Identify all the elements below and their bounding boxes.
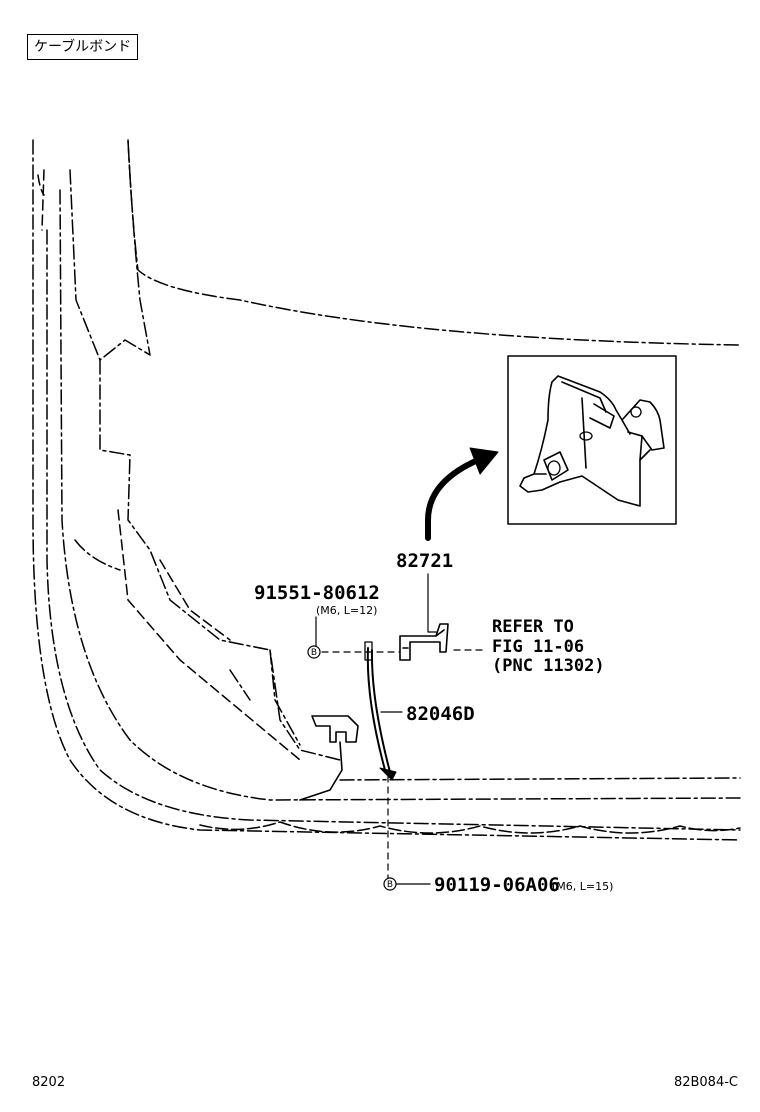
bolt-lower-symbol [383, 877, 397, 891]
inner-panel-lines [37, 169, 301, 761]
cable-bond [366, 647, 391, 773]
bolt-upper-letter: B [311, 648, 317, 658]
wavy-lip [199, 821, 741, 834]
body-outline [32, 139, 741, 841]
page-code: 8202 [32, 1075, 66, 1090]
detail-arrow [425, 457, 481, 541]
bracket-detail-drawing [519, 375, 665, 507]
figure-code: 82B084-C [673, 1075, 738, 1090]
detail-arrow-head [469, 447, 499, 475]
fastening-lines [321, 649, 487, 879]
leader-lines [315, 573, 437, 885]
refer-line-1: REFER TO [492, 617, 574, 637]
refer-line-2: FIG 11-06 [492, 637, 584, 657]
bolt-lower-letter: B [387, 880, 393, 890]
bolt-lower-spec: (M6, L=15) [552, 880, 613, 893]
bracket-82721 [399, 623, 449, 661]
part-number-90119-06A06: 90119-06A06 [434, 874, 560, 896]
detail-box [507, 355, 677, 525]
cable-lower-terminal [379, 767, 397, 781]
part-number-82046D: 82046D [406, 703, 475, 725]
lower-bracket [299, 715, 359, 801]
part-number-82721: 82721 [396, 550, 453, 572]
refer-line-3: (PNC 11302) [492, 656, 605, 676]
cable-upper-terminal [364, 641, 373, 661]
bolt-upper-spec: (M6, L=12) [316, 604, 377, 617]
bolt-upper-symbol [307, 645, 321, 659]
part-number-91551-80612: 91551-80612 [254, 582, 380, 604]
page-title: ケーブルボンド [27, 34, 139, 60]
